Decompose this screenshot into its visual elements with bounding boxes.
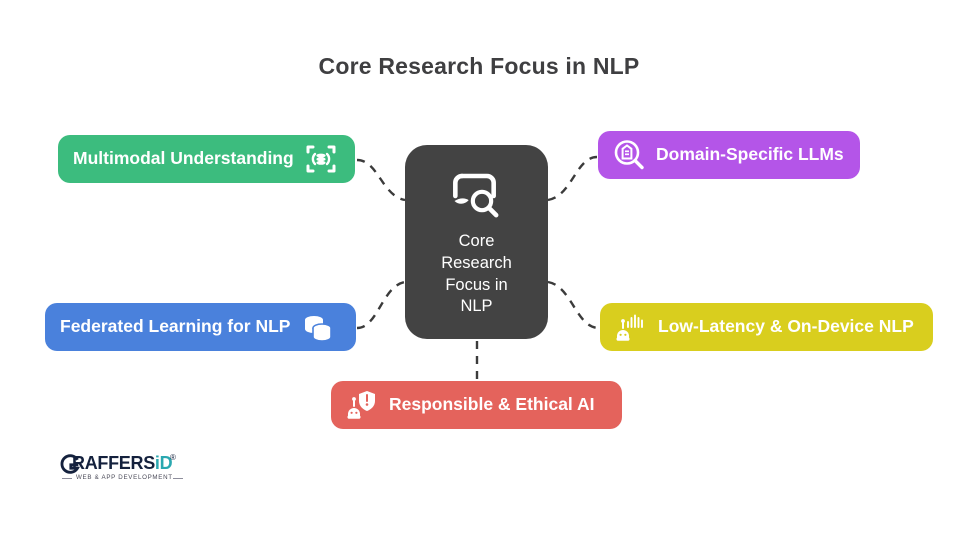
- branch-label-domain: Domain-Specific LLMs: [656, 144, 844, 165]
- stacked-databases-icon: [305, 316, 333, 342]
- research-magnifier-icon: [452, 173, 498, 218]
- logo-registered-mark: ®: [170, 453, 176, 462]
- connector-multimodal: [356, 158, 406, 202]
- branch-node-domain-specific-llms[interactable]: Domain-Specific LLMs: [598, 131, 860, 179]
- logo-word-accent: iD: [154, 453, 173, 473]
- logo-word-main: RAFFERS: [72, 453, 155, 473]
- center-node-line-4: NLP: [460, 297, 493, 316]
- branch-node-responsible-ethical-ai[interactable]: Responsible & Ethical AI: [331, 381, 622, 429]
- center-node-line-3: Focus in: [445, 275, 508, 294]
- robot-soundwave-icon: [616, 314, 643, 341]
- logo-tagline: WEB & APP DEVELOPMENT: [76, 474, 173, 481]
- logo-rule-left: [62, 477, 72, 479]
- branch-label-federated: Federated Learning for NLP: [60, 316, 291, 337]
- branch-label-lowlatency: Low-Latency & On-Device NLP: [658, 316, 914, 337]
- multimodal-scan-icon: [306, 145, 336, 173]
- connector-lowlatency: [547, 280, 600, 330]
- branch-label-multimodal: Multimodal Understanding: [73, 148, 294, 169]
- connector-domain: [547, 155, 598, 202]
- logo-g-mark: [60, 454, 80, 474]
- logo-wordmark: RAFFERSiD: [72, 452, 173, 474]
- center-node-label: Core Research Focus in NLP: [405, 231, 548, 318]
- connector-federated: [356, 280, 406, 330]
- page-title: Core Research Focus in NLP: [318, 53, 640, 79]
- center-node-line-2: Research: [441, 253, 512, 272]
- center-node[interactable]: Core Research Focus in NLP: [405, 145, 548, 339]
- branch-node-multimodal-understanding[interactable]: Multimodal Understanding: [58, 135, 355, 183]
- branch-node-federated-learning[interactable]: Federated Learning for NLP: [45, 303, 356, 351]
- branch-node-low-latency-on-device[interactable]: Low-Latency & On-Device NLP: [600, 303, 933, 351]
- graffersid-logo: RAFFERSiD ® WEB & APP DEVELOPMENT: [60, 452, 186, 490]
- robot-shield-icon: [347, 391, 375, 419]
- center-node-line-1: Core: [458, 232, 495, 250]
- branch-label-responsible: Responsible & Ethical AI: [389, 394, 595, 415]
- domain-search-icon: [614, 140, 644, 170]
- logo-rule-right: [173, 477, 183, 479]
